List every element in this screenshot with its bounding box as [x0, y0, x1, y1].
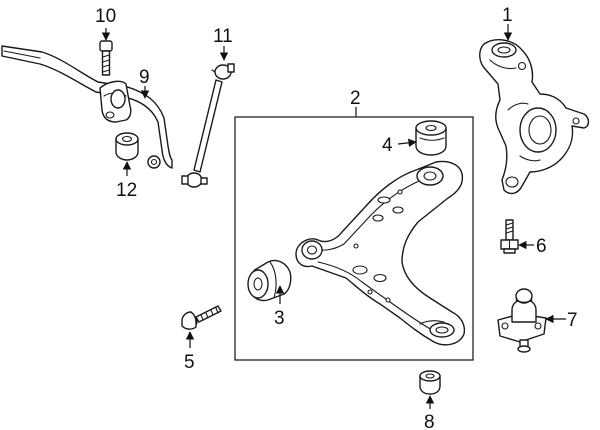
callout-11: 11 — [213, 26, 233, 47]
callout-5: 5 — [184, 352, 195, 373]
callout-9: 9 — [139, 67, 150, 88]
control-arm-assembly-box — [234, 116, 474, 361]
arm-mounting-bolt — [181, 305, 222, 330]
stabilizer-bushing-bracket — [99, 80, 132, 123]
ball-joint-bolt — [500, 219, 519, 254]
rear-bushing — [415, 120, 447, 156]
link-upper-ball-joint — [211, 63, 235, 80]
callout-1: 1 — [502, 5, 513, 26]
bracket-bolt — [99, 40, 113, 76]
stabilizer-bushing — [115, 132, 139, 161]
lower-control-arm — [295, 160, 466, 346]
stabilizer-end-bushing — [147, 155, 161, 169]
ball-joint — [497, 288, 547, 353]
stabilizer-link — [181, 63, 235, 188]
callout-6: 6 — [536, 236, 547, 257]
callout-8: 8 — [424, 412, 435, 430]
callout-12: 12 — [116, 180, 137, 201]
leader-4 — [397, 138, 417, 148]
callout-3: 3 — [274, 308, 285, 329]
callout-7: 7 — [567, 310, 578, 331]
callout-4: 4 — [382, 135, 393, 156]
front-bushing — [247, 259, 292, 302]
callout-2: 2 — [350, 88, 361, 109]
stabilizer-bar — [1, 45, 173, 169]
callout-10: 10 — [95, 6, 116, 27]
steering-knuckle — [479, 39, 590, 195]
link-lower-ball-joint — [181, 172, 208, 188]
self-locking-nut — [419, 370, 441, 395]
